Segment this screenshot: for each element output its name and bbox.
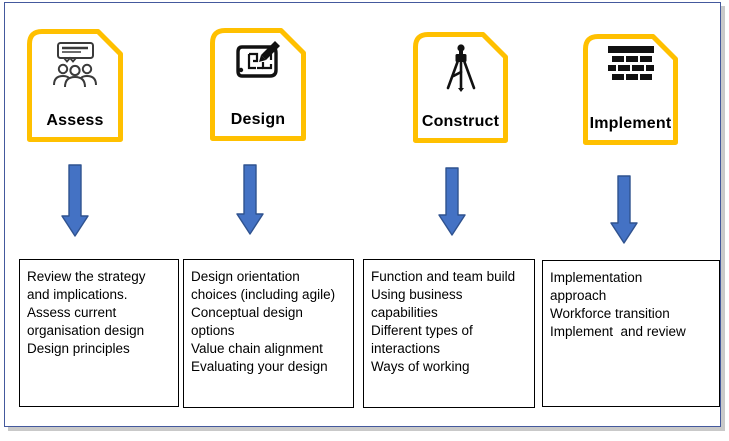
details-box-assess: Review the strategy and implications. As…	[19, 259, 179, 407]
detail-line: Design orientation	[191, 269, 300, 284]
survey-tripod-icon	[446, 44, 475, 92]
details-box-implement: Implementation approach Workforce transi…	[542, 260, 720, 407]
blueprint-pencil-icon	[236, 41, 280, 78]
stage-card-implement: Implement	[583, 34, 678, 145]
stage-card-assess: Assess	[27, 29, 123, 142]
stage-card-design: Design	[210, 28, 306, 141]
audience-presentation-icon	[53, 42, 97, 88]
stage-label: Assess	[46, 112, 104, 129]
detail-line: Ways of working	[371, 359, 470, 374]
detail-line: interactions	[371, 341, 441, 356]
detail-line: organisation design	[27, 323, 145, 338]
detail-line: Value chain alignment	[191, 341, 323, 356]
detail-line: Design principles	[27, 341, 130, 356]
brick-wall-icon	[607, 46, 654, 80]
detail-line: Using business	[371, 287, 463, 302]
stage-label: Design	[230, 111, 286, 128]
detail-line: Implement and review	[550, 324, 686, 339]
detail-line: Function and team build	[371, 269, 516, 284]
stage-card-outline	[210, 28, 306, 141]
detail-line: Workforce transition	[550, 306, 670, 321]
detail-line: capabilities	[371, 305, 438, 320]
stage-card-outline	[583, 34, 678, 145]
diagram-frame: Assess Design	[4, 2, 721, 427]
detail-line: Evaluating your design	[191, 359, 328, 374]
down-arrow-construct	[438, 167, 466, 236]
stage-label: Construct	[421, 113, 500, 130]
stage-label: Implement	[589, 115, 672, 132]
detail-line: options	[191, 323, 235, 338]
detail-line: Review the strategy	[27, 269, 146, 284]
detail-line: Conceptual design	[191, 305, 303, 320]
details-box-construct: Function and team build Using business c…	[363, 259, 535, 408]
down-arrow-design	[236, 164, 264, 235]
detail-line: choices (including agile)	[191, 287, 336, 302]
down-arrow-assess	[61, 164, 89, 237]
stage-card-outline	[27, 29, 123, 142]
details-box-design: Design orientation choices (including ag…	[183, 259, 354, 408]
down-arrow-implement	[610, 175, 638, 244]
detail-line: approach	[550, 288, 607, 303]
detail-line: and implications.	[27, 287, 128, 302]
detail-line: Implementation	[550, 270, 643, 285]
detail-line: Assess current	[27, 305, 117, 320]
detail-line: Different types of	[371, 323, 473, 338]
stage-card-construct: Construct	[413, 32, 508, 143]
